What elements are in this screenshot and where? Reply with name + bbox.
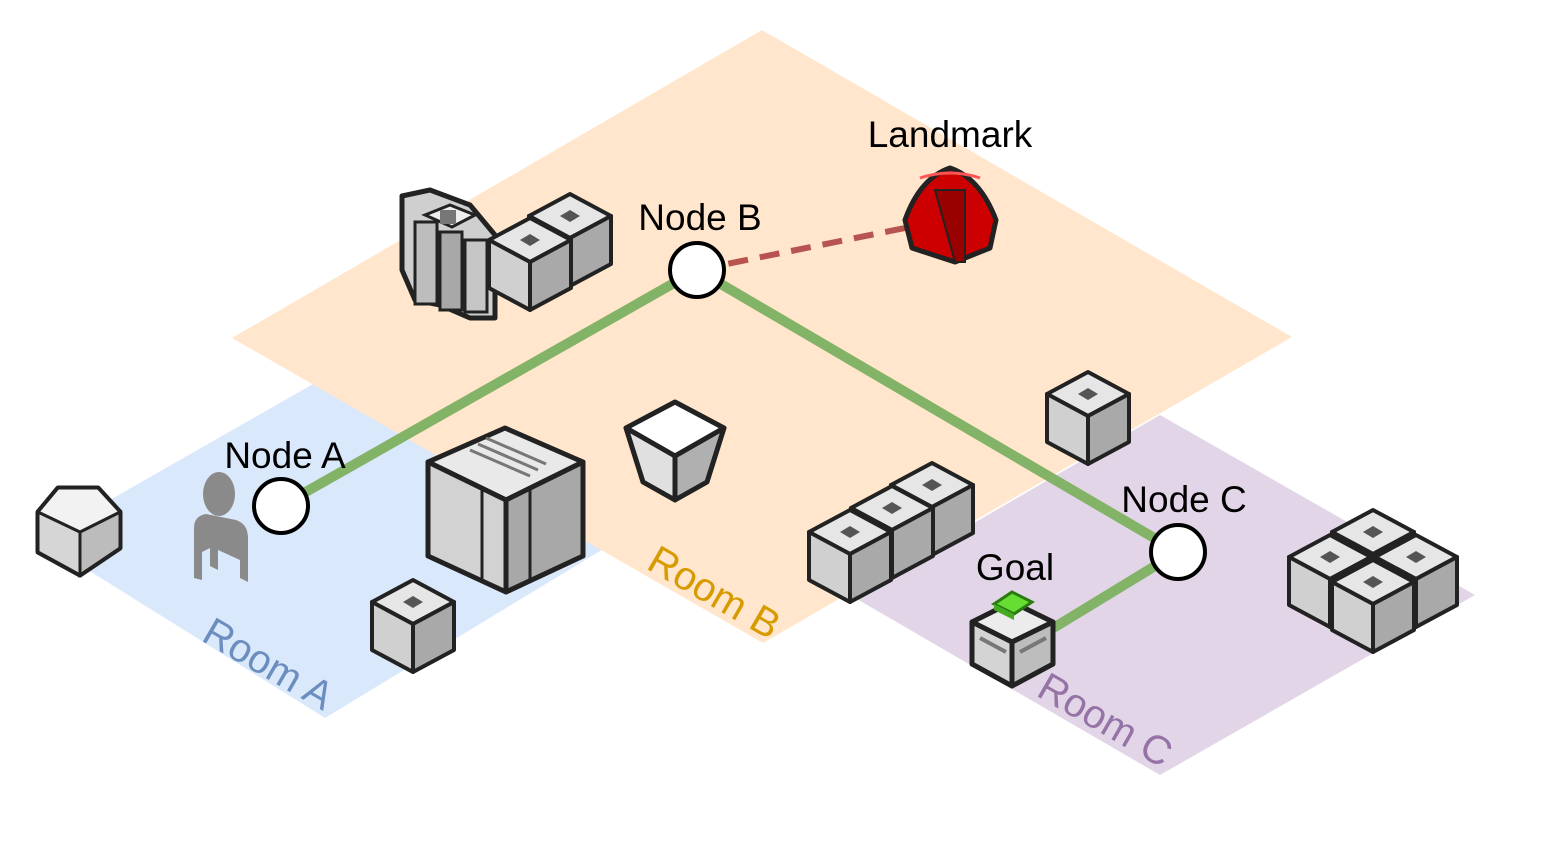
node-b-label: Node B xyxy=(638,197,761,238)
server-rack-icon xyxy=(399,187,498,321)
node-a[interactable] xyxy=(252,477,310,535)
node-a-label: Node A xyxy=(224,435,346,476)
edge-node-a-node-b xyxy=(276,265,702,511)
node-c[interactable] xyxy=(1149,523,1207,581)
cube-icon xyxy=(1330,558,1416,654)
landmark-icon xyxy=(902,165,999,265)
node-c-label: Node C xyxy=(1121,479,1246,520)
cube-icon xyxy=(1045,370,1131,466)
node-b[interactable] xyxy=(668,241,726,299)
edge-node-b-node-c xyxy=(692,265,1183,557)
person-icon xyxy=(194,472,248,582)
cube-group xyxy=(370,192,1459,674)
tray-icon xyxy=(623,399,727,503)
landmark-label: Landmark xyxy=(868,114,1033,155)
goal-label: Goal xyxy=(976,547,1054,588)
cube-icon xyxy=(807,508,893,604)
goal-device-icon xyxy=(969,590,1056,689)
hex-object-icon xyxy=(35,485,123,578)
edge-node-b-landmark xyxy=(696,225,906,273)
cube-icon xyxy=(370,578,456,674)
cube-icon xyxy=(487,216,573,312)
mainframe-icon xyxy=(425,425,586,595)
